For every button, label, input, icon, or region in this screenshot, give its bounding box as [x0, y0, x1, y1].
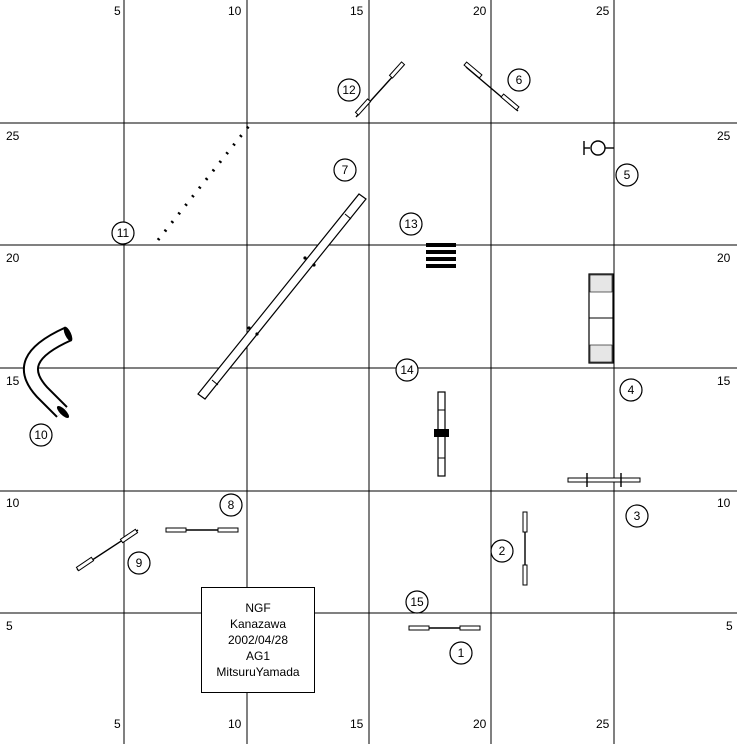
marker-11: 11	[111, 221, 135, 245]
obstacle-9-jump	[75, 528, 139, 572]
bottom-label-20: 20	[473, 717, 487, 731]
obstacle-5-tire	[583, 140, 614, 156]
obstacle-10-tunnel	[22, 326, 73, 419]
left-label-10: 10	[6, 496, 20, 510]
info-judge: MitsuruYamada	[216, 665, 300, 679]
svg-text:7: 7	[342, 163, 349, 177]
info-date: 2002/04/28	[227, 633, 289, 647]
svg-text:6: 6	[516, 73, 523, 87]
right-label-10: 10	[717, 496, 731, 510]
svg-text:9: 9	[136, 556, 143, 570]
marker-12: 12	[337, 78, 361, 102]
svg-text:2: 2	[499, 544, 506, 558]
svg-text:3: 3	[634, 509, 641, 523]
obstacle-4-table	[588, 273, 614, 364]
marker-10: 10	[29, 423, 53, 447]
obstacle-14-seesaw	[434, 391, 449, 477]
info-class: AG1	[245, 649, 270, 663]
bottom-label-10: 10	[228, 717, 242, 731]
right-label-15: 15	[717, 374, 731, 388]
obstacle-3-jump	[567, 473, 641, 487]
svg-text:13: 13	[404, 217, 418, 231]
svg-text:14: 14	[400, 363, 414, 377]
left-label-5: 5	[6, 619, 13, 633]
top-label-15: 15	[350, 4, 364, 18]
marker-4: 4	[619, 378, 643, 402]
course-info-box: NGF Kanazawa 2002/04/28 AG1 MitsuruYamad…	[201, 587, 315, 693]
bottom-label-5: 5	[114, 717, 121, 731]
svg-text:15: 15	[410, 595, 424, 609]
obstacle-number-markers: 1 2 3 4 5 6 7 8 9 10 11 12 13 14 15	[29, 68, 649, 665]
obstacle-6-jump	[463, 61, 520, 112]
info-location: Kanazawa	[229, 617, 287, 631]
left-label-15: 15	[6, 374, 20, 388]
bottom-label-25: 25	[596, 717, 610, 731]
obstacle-1-jump	[408, 625, 481, 631]
obstacle-7-dogwalk	[197, 193, 367, 400]
svg-text:11: 11	[117, 226, 130, 240]
obstacle-2-jump	[522, 511, 528, 586]
marker-7: 7	[333, 158, 357, 182]
marker-14: 14	[395, 358, 419, 382]
top-label-25: 25	[596, 4, 610, 18]
svg-text:12: 12	[342, 83, 356, 97]
marker-2: 2	[490, 539, 514, 563]
right-label-25: 25	[717, 129, 731, 143]
obstacle-13-slats	[426, 243, 456, 268]
marker-13: 13	[399, 212, 423, 236]
marker-3: 3	[625, 504, 649, 528]
axis-labels: 5 10 15 20 25 5 10 15 20 25 25 20 15 10 …	[6, 4, 733, 731]
top-label-20: 20	[473, 4, 487, 18]
top-label-5: 5	[114, 4, 121, 18]
obstacle-8-jump	[165, 527, 239, 533]
obstacle-11-weave-poles	[156, 121, 254, 241]
top-label-10: 10	[228, 4, 242, 18]
svg-text:4: 4	[628, 383, 635, 397]
info-organization: NGF	[245, 601, 271, 615]
bottom-label-15: 15	[350, 717, 364, 731]
right-label-5: 5	[726, 619, 733, 633]
marker-9: 9	[127, 551, 151, 575]
marker-8: 8	[219, 493, 243, 517]
marker-6: 6	[507, 68, 531, 92]
marker-1: 1	[449, 641, 473, 665]
marker-5: 5	[615, 163, 639, 187]
marker-15: 15	[405, 590, 429, 614]
left-label-20: 20	[6, 251, 20, 265]
svg-text:1: 1	[458, 646, 465, 660]
obstacle-12-jump	[354, 61, 406, 118]
left-label-25: 25	[6, 129, 20, 143]
svg-text:8: 8	[228, 498, 235, 512]
right-label-20: 20	[717, 251, 731, 265]
svg-text:5: 5	[624, 168, 631, 182]
svg-text:10: 10	[34, 428, 48, 442]
